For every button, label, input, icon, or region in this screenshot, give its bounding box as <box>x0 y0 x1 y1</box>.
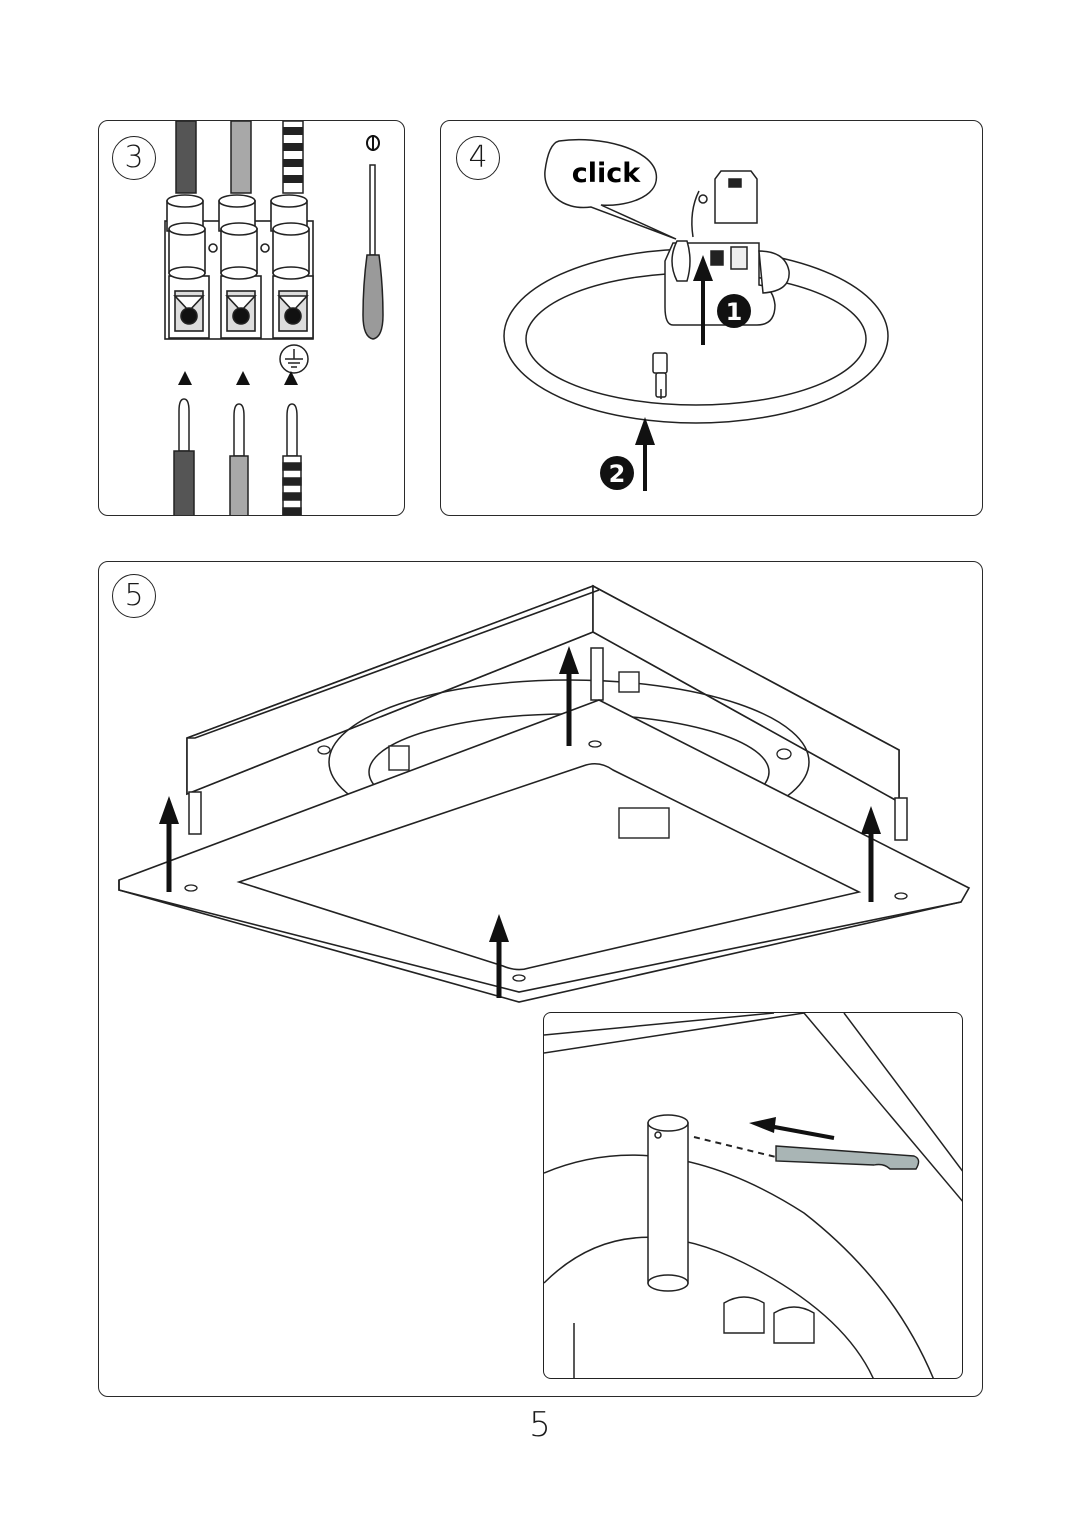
step-5-panel: 5 <box>98 561 983 1397</box>
step-3-panel: 3 <box>98 120 405 516</box>
arrow-left <box>768 1124 835 1140</box>
arrow-up-icon <box>559 646 579 674</box>
slotted-screw-icon <box>366 135 380 151</box>
marker-2 <box>600 456 634 490</box>
detail-inset <box>543 1012 963 1379</box>
screw-holes <box>184 740 908 982</box>
screwdriver-icon <box>362 164 384 340</box>
step-5-number: 5 <box>112 574 156 618</box>
small-connector <box>652 352 668 399</box>
arrow-up-icon <box>489 914 509 942</box>
wire-dark-top <box>175 121 197 194</box>
fixture-cover <box>186 584 900 804</box>
retaining-clip <box>775 1145 920 1170</box>
tube-connector-illustration: click 2 1 <box>503 138 889 491</box>
wire-dark-end <box>173 398 195 515</box>
marker-1-text: 1 <box>726 298 743 326</box>
marker-1 <box>717 294 751 328</box>
wire-striped-end <box>282 403 302 515</box>
pin-clip-detail-illustration <box>544 1013 962 1378</box>
arrow-up-icon <box>635 417 655 445</box>
terminal-block-illustration <box>164 121 384 515</box>
step-3-number: 3 <box>112 136 156 180</box>
lower-bracket <box>723 1296 815 1344</box>
ceiling-mount-illustration <box>118 584 971 1003</box>
arrows-up <box>159 646 881 998</box>
wire-grey-top <box>230 121 252 194</box>
wire-striped-top <box>282 121 304 194</box>
arrow-up-icon <box>236 371 250 385</box>
dashed-guide <box>693 1136 785 1160</box>
base-plate <box>118 699 971 1003</box>
click-speech-bubble <box>544 138 677 240</box>
page-number: 5 <box>529 1405 551 1445</box>
wire-grey-end <box>229 403 249 515</box>
terminal-block <box>164 194 314 340</box>
step-4-number: 4 <box>456 136 500 180</box>
ground-icon <box>279 344 309 374</box>
mounting-pin <box>647 1114 689 1292</box>
clips <box>388 671 670 839</box>
arrow-up-icon <box>284 371 298 385</box>
arrow-up-icon <box>693 255 713 281</box>
arrow-up-icon <box>178 371 192 385</box>
click-label: click <box>572 158 642 189</box>
arrow-up-icon <box>861 806 881 834</box>
marker-2-text: 2 <box>609 460 626 488</box>
arrow-up-icon <box>159 796 179 824</box>
step-4-panel: 4 click 2 1 <box>440 120 983 516</box>
arrow-left-icon <box>749 1117 776 1133</box>
